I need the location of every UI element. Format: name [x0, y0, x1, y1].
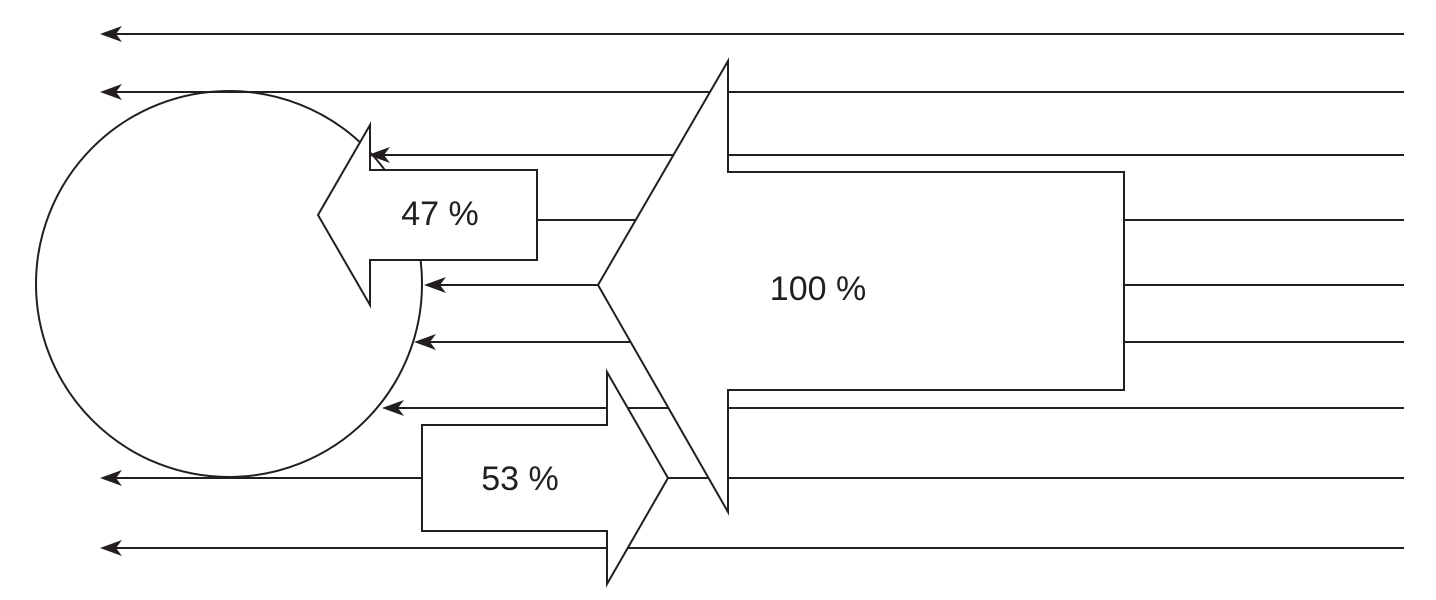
flow-line-7-arrowhead	[382, 400, 404, 416]
flow-line-2-arrowhead	[100, 84, 122, 100]
reflected-label: 53 %	[481, 460, 559, 498]
flow-line-6-arrowhead	[414, 334, 436, 350]
flow-line-8-arrowhead	[100, 470, 122, 486]
flow-line-9-arrowhead	[100, 540, 122, 556]
flow-line-3-arrowhead	[368, 147, 390, 163]
incoming-label: 100 %	[770, 270, 866, 308]
flow-line-1-arrowhead	[100, 26, 122, 42]
reflected-arrow	[421, 368, 670, 588]
absorbed-label: 47 %	[401, 195, 479, 233]
incoming-arrow	[596, 57, 1125, 516]
flow-lines	[100, 26, 1404, 556]
absorbed-arrow	[316, 121, 538, 309]
flow-line-5-arrowhead	[424, 277, 446, 293]
